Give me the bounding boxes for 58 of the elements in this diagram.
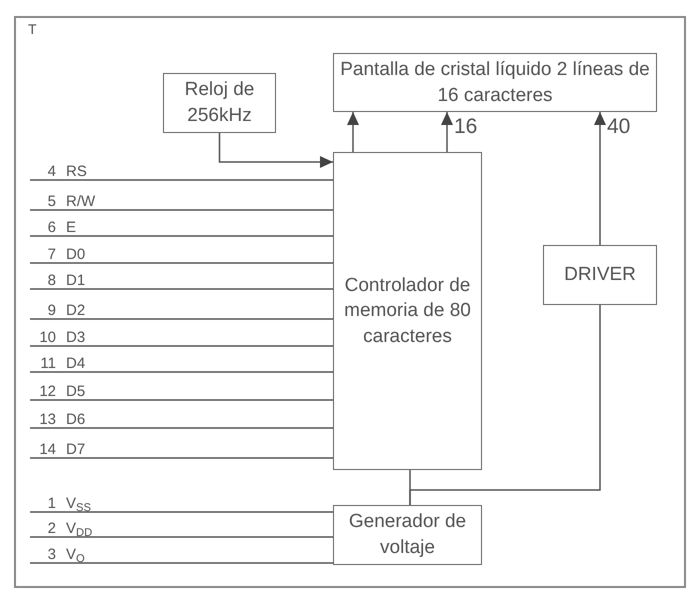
pin-number: 6 [46, 220, 56, 235]
signal-name: R/W [66, 194, 96, 209]
block-box [333, 505, 482, 565]
connector-line [30, 427, 333, 429]
block-box [333, 53, 657, 112]
pin-number: 3 [46, 547, 56, 562]
block-label: DRIVER [564, 263, 636, 288]
block-label: Generador de voltaje [348, 510, 468, 560]
pin-number: 4 [46, 164, 56, 179]
block-box [163, 73, 276, 133]
signal-name: D1 [66, 273, 86, 288]
pin-number: 7 [46, 247, 56, 262]
signal-name: D7 [66, 442, 86, 457]
pin-number: 5 [46, 194, 56, 209]
signal-name: D6 [66, 412, 86, 427]
connector-line [30, 399, 333, 401]
arrow [441, 112, 453, 152]
signal-name: RS [66, 164, 87, 179]
connector-line [409, 305, 601, 505]
arrow [594, 112, 606, 245]
block-label: Reloj de 256kHz [184, 78, 256, 128]
signal-name: D2 [66, 303, 86, 318]
connector-line [30, 318, 333, 320]
pin-number: 8 [46, 273, 56, 288]
corner-label: T [28, 22, 37, 36]
connector-line [30, 457, 333, 459]
connector-line [30, 235, 333, 237]
pin-number: 14 [38, 442, 56, 457]
pin-number: 9 [46, 303, 56, 318]
signal-name: D3 [66, 330, 86, 345]
pin-number: 1 [46, 496, 56, 511]
arrow [347, 112, 359, 152]
connector-line [30, 371, 333, 373]
signal-name: V$_{O}$ [66, 547, 85, 562]
signal-name: V$_{DD}$ [66, 521, 92, 536]
signal-name: V$_{SS}$ [66, 496, 92, 511]
connector-line [30, 209, 333, 211]
pin-number: 2 [46, 521, 56, 536]
block-box [543, 245, 657, 305]
block-label: Pantalla de cristal líquido 2 líneas de 16 caracteres [339, 58, 651, 108]
block-label: Controlador de memoria de 80 caracteres [343, 274, 472, 349]
pin-number: 11 [39, 356, 56, 371]
signal-name: D4 [66, 356, 86, 371]
signal-name: D5 [66, 384, 86, 399]
arrow [218, 133, 333, 168]
connector-line [30, 288, 333, 290]
connector-line [30, 562, 333, 564]
connector-line [30, 179, 333, 181]
signal-name: E [66, 220, 76, 235]
connector-line [30, 262, 333, 264]
connector-line [30, 536, 333, 538]
connector-line [30, 345, 333, 347]
block-box [333, 152, 482, 470]
connector-line [30, 511, 333, 513]
pin-number: 12 [38, 384, 56, 399]
pin-number: 10 [38, 330, 56, 345]
pin-number: 13 [38, 412, 56, 427]
signal-name: D0 [66, 247, 86, 262]
